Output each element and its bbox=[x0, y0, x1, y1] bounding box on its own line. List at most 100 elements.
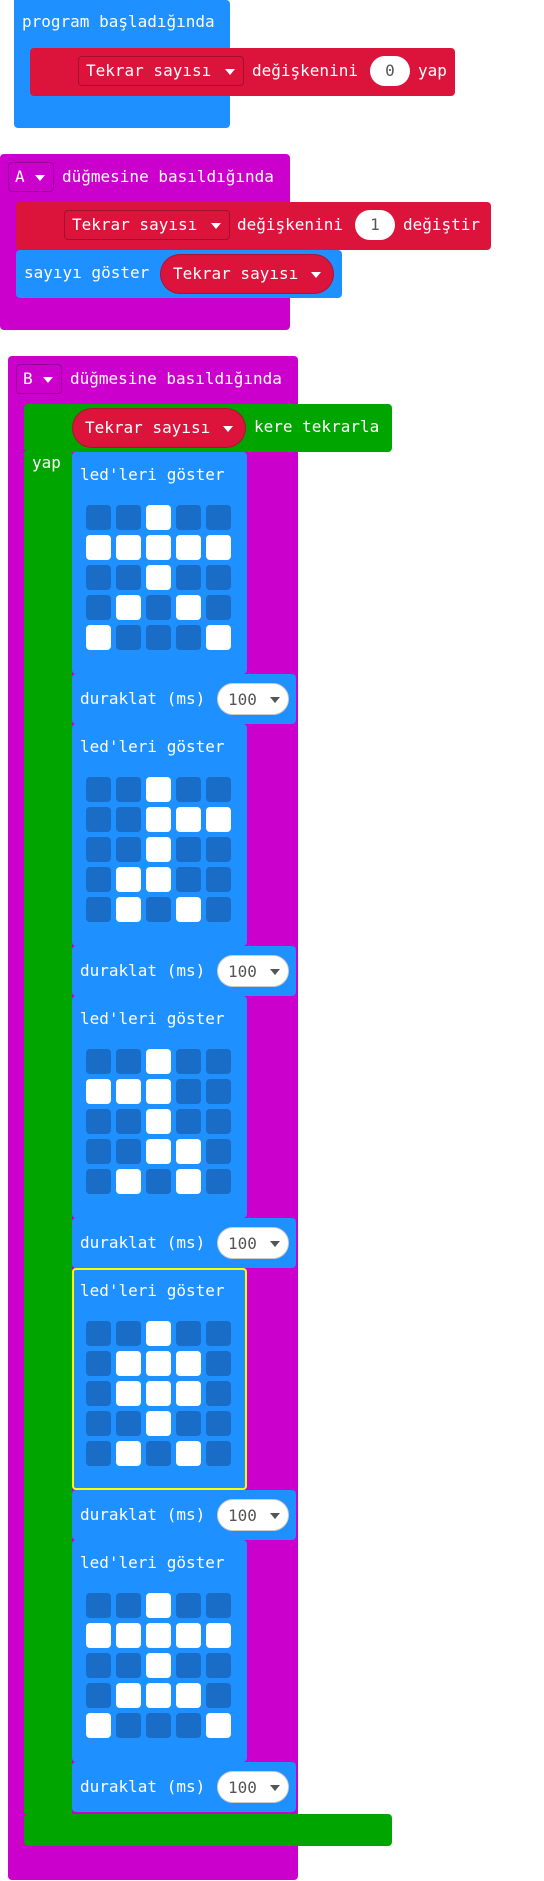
led-off[interactable] bbox=[146, 595, 171, 620]
led-off[interactable] bbox=[86, 897, 111, 922]
led-off[interactable] bbox=[86, 1653, 111, 1678]
change-variable-dropdown[interactable]: Tekrar sayısı bbox=[64, 210, 230, 240]
led-on[interactable] bbox=[146, 1079, 171, 1104]
led-on[interactable] bbox=[176, 1441, 201, 1466]
button-a-dropdown[interactable]: A bbox=[8, 162, 54, 192]
led-off[interactable] bbox=[206, 1381, 231, 1406]
led-off[interactable] bbox=[206, 867, 231, 892]
led-off[interactable] bbox=[146, 1441, 171, 1466]
led-on[interactable] bbox=[86, 535, 111, 560]
led-on[interactable] bbox=[206, 1713, 231, 1738]
led-off[interactable] bbox=[206, 1683, 231, 1708]
led-off[interactable] bbox=[176, 505, 201, 530]
led-on[interactable] bbox=[146, 1593, 171, 1618]
led-on[interactable] bbox=[116, 897, 141, 922]
led-off[interactable] bbox=[176, 625, 201, 650]
led-off[interactable] bbox=[176, 777, 201, 802]
led-off[interactable] bbox=[86, 1351, 111, 1376]
led-off[interactable] bbox=[116, 837, 141, 862]
led-on[interactable] bbox=[116, 1169, 141, 1194]
led-on[interactable] bbox=[86, 1713, 111, 1738]
led-off[interactable] bbox=[86, 505, 111, 530]
led-off[interactable] bbox=[206, 595, 231, 620]
pause-duration-dropdown[interactable]: 100 bbox=[217, 1227, 289, 1259]
led-off[interactable] bbox=[176, 1593, 201, 1618]
led-on[interactable] bbox=[176, 807, 201, 832]
led-off[interactable] bbox=[116, 777, 141, 802]
led-off[interactable] bbox=[206, 1079, 231, 1104]
led-on[interactable] bbox=[206, 625, 231, 650]
led-on[interactable] bbox=[176, 1381, 201, 1406]
led-off[interactable] bbox=[86, 1683, 111, 1708]
led-off[interactable] bbox=[206, 1351, 231, 1376]
led-on[interactable] bbox=[176, 897, 201, 922]
led-on[interactable] bbox=[116, 1381, 141, 1406]
pause-duration-dropdown[interactable]: 100 bbox=[217, 1499, 289, 1531]
led-off[interactable] bbox=[206, 1593, 231, 1618]
led-on[interactable] bbox=[146, 535, 171, 560]
led-off[interactable] bbox=[146, 1713, 171, 1738]
led-off[interactable] bbox=[86, 595, 111, 620]
led-off[interactable] bbox=[206, 1321, 231, 1346]
led-off[interactable] bbox=[176, 1653, 201, 1678]
led-off[interactable] bbox=[86, 867, 111, 892]
repeat-count-variable[interactable]: Tekrar sayısı bbox=[72, 408, 246, 448]
led-off[interactable] bbox=[116, 1321, 141, 1346]
led-off[interactable] bbox=[116, 1109, 141, 1134]
led-off[interactable] bbox=[146, 897, 171, 922]
led-off[interactable] bbox=[116, 1713, 141, 1738]
led-off[interactable] bbox=[146, 625, 171, 650]
button-b-dropdown[interactable]: B bbox=[16, 364, 62, 394]
led-off[interactable] bbox=[116, 565, 141, 590]
led-on[interactable] bbox=[176, 1623, 201, 1648]
led-on[interactable] bbox=[146, 1683, 171, 1708]
led-off[interactable] bbox=[176, 1411, 201, 1436]
pause-duration-dropdown[interactable]: 100 bbox=[217, 1771, 289, 1803]
pause-duration-dropdown[interactable]: 100 bbox=[217, 955, 289, 987]
led-off[interactable] bbox=[86, 777, 111, 802]
led-on[interactable] bbox=[206, 535, 231, 560]
set-value-input[interactable]: 0 bbox=[370, 56, 410, 86]
led-off[interactable] bbox=[116, 807, 141, 832]
led-off[interactable] bbox=[116, 625, 141, 650]
led-off[interactable] bbox=[116, 1139, 141, 1164]
led-off[interactable] bbox=[206, 1441, 231, 1466]
led-off[interactable] bbox=[176, 1109, 201, 1134]
led-on[interactable] bbox=[146, 1351, 171, 1376]
led-on[interactable] bbox=[146, 1109, 171, 1134]
led-on[interactable] bbox=[116, 1623, 141, 1648]
led-off[interactable] bbox=[206, 1049, 231, 1074]
led-on[interactable] bbox=[116, 1351, 141, 1376]
led-off[interactable] bbox=[86, 1049, 111, 1074]
led-off[interactable] bbox=[86, 807, 111, 832]
led-off[interactable] bbox=[116, 1593, 141, 1618]
led-on[interactable] bbox=[146, 1321, 171, 1346]
led-on[interactable] bbox=[176, 1139, 201, 1164]
led-off[interactable] bbox=[86, 837, 111, 862]
led-on[interactable] bbox=[176, 1351, 201, 1376]
led-on[interactable] bbox=[146, 1139, 171, 1164]
led-on[interactable] bbox=[116, 1683, 141, 1708]
led-off[interactable] bbox=[206, 505, 231, 530]
led-on[interactable] bbox=[146, 1411, 171, 1436]
led-off[interactable] bbox=[206, 777, 231, 802]
led-off[interactable] bbox=[176, 1713, 201, 1738]
led-on[interactable] bbox=[116, 1079, 141, 1104]
led-off[interactable] bbox=[206, 1109, 231, 1134]
led-on[interactable] bbox=[146, 565, 171, 590]
led-on[interactable] bbox=[146, 867, 171, 892]
led-on[interactable] bbox=[146, 505, 171, 530]
led-on[interactable] bbox=[116, 1441, 141, 1466]
led-off[interactable] bbox=[86, 1321, 111, 1346]
led-on[interactable] bbox=[146, 1623, 171, 1648]
led-on[interactable] bbox=[86, 1623, 111, 1648]
led-off[interactable] bbox=[86, 1169, 111, 1194]
led-off[interactable] bbox=[176, 837, 201, 862]
pause-duration-dropdown[interactable]: 100 bbox=[217, 683, 289, 715]
set-variable-dropdown[interactable]: Tekrar sayısı bbox=[78, 56, 244, 86]
led-on[interactable] bbox=[176, 535, 201, 560]
led-off[interactable] bbox=[86, 1109, 111, 1134]
led-on[interactable] bbox=[86, 625, 111, 650]
led-off[interactable] bbox=[86, 565, 111, 590]
led-on[interactable] bbox=[116, 595, 141, 620]
